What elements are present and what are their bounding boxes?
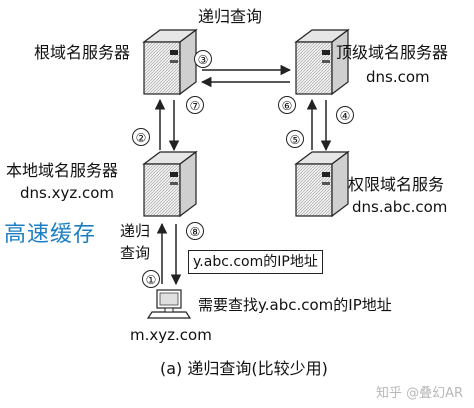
tld-server-domain: dns.com (366, 68, 430, 86)
local-server-icon (142, 150, 198, 218)
root-server-icon (142, 28, 198, 96)
root-server-label: 根域名服务器 (34, 43, 131, 62)
step-3-badge: ③ (194, 50, 212, 68)
auth-server-label: 权限域名服务 (348, 175, 445, 194)
tld-server-label: 顶级域名服务器 (336, 43, 449, 62)
step-4-badge: ④ (336, 106, 354, 124)
step-1-badge: ① (142, 270, 160, 288)
figure-caption: (a) 递归查询(比较少用) (160, 359, 328, 378)
query-label-line-1: 递归 (120, 222, 151, 240)
host-query-text: 需要查找y.abc.com的IP地址 (198, 296, 392, 314)
tld-server-icon (294, 28, 350, 96)
host-computer-icon (146, 289, 192, 319)
local-server-domain: dns.xyz.com (20, 184, 115, 202)
step-8-badge: ⑧ (186, 222, 204, 240)
auth-server-domain: dns.abc.com (352, 198, 448, 216)
auth-server-icon (294, 150, 350, 218)
local-server-label: 本地域名服务器 (6, 161, 119, 180)
step-5-badge: ⑤ (286, 130, 304, 148)
diagram-title: 递归查询 (198, 7, 263, 26)
cache-note: 高速缓存 (4, 222, 97, 247)
watermark: 知乎 @叠幻AR (376, 386, 464, 401)
step-2-badge: ② (132, 128, 150, 146)
host-domain: m.xyz.com (130, 326, 212, 344)
result-box: y.abc.com的IP地址 (188, 250, 323, 274)
step-6-badge: ⑥ (278, 96, 296, 114)
query-label-line-2: 查询 (120, 244, 151, 262)
step-7-badge: ⑦ (186, 96, 204, 114)
